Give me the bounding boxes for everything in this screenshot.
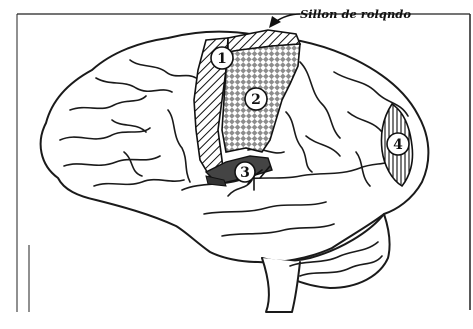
label-2: 2: [245, 88, 267, 110]
label-4-text: 4: [393, 137, 403, 153]
label-1-text: 1: [217, 51, 227, 67]
label-1: 1: [211, 47, 233, 69]
sulcus-arrow: [269, 14, 300, 28]
label-3: 3: [235, 162, 255, 182]
label-2-text: 2: [251, 92, 261, 108]
rolando-sulcus-caption: Sillon de rolqndo: [300, 7, 411, 21]
label-3-text: 3: [240, 165, 250, 181]
label-4: 4: [387, 133, 409, 155]
